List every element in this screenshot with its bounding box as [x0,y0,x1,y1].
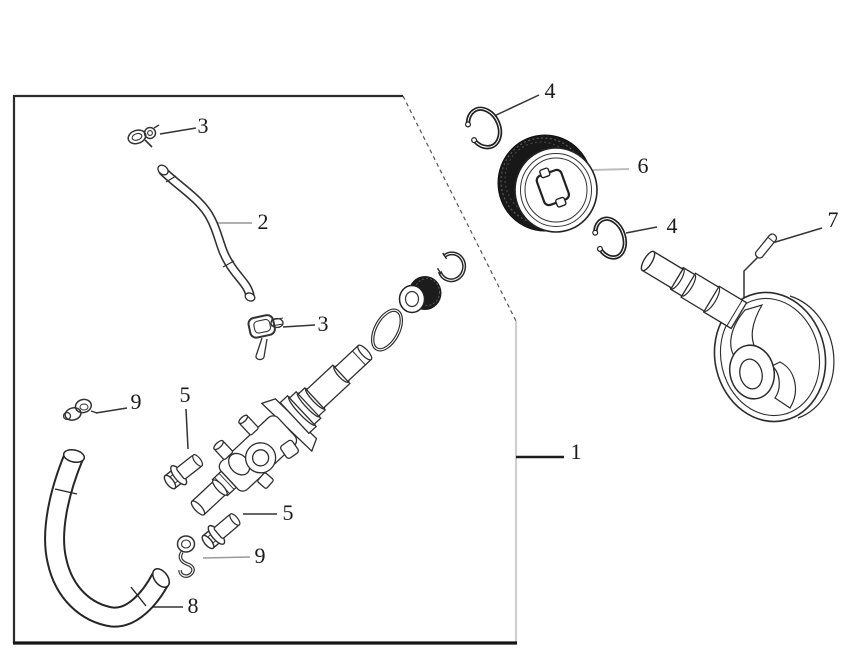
lower-hose [44,448,171,628]
callout-3b: 3 [317,311,329,336]
leader-6 [592,168,630,171]
leader-9a [95,407,128,414]
callout-5b: 5 [282,500,294,525]
callout-2: 2 [257,209,269,234]
leader-4a [491,94,540,118]
callout-8: 8 [187,593,199,618]
upper-hose [157,164,256,302]
callout-6: 6 [637,153,649,178]
leader-4b [625,226,658,234]
c-clip [436,251,467,283]
callout-9a: 9 [130,389,142,414]
pump-disc-hub [728,344,776,400]
pump-shaft [640,250,748,330]
callout-4a: 4 [544,78,556,103]
pump-assembly [190,344,373,516]
snap-ring-4a [464,106,503,150]
callout-1: 1 [570,439,582,464]
flange-bolt-5a [163,454,204,490]
knurled-roller [398,276,442,314]
leader-7 [743,227,823,303]
o-ring-small [370,308,404,352]
leader-9b [202,556,251,559]
driven-gear [497,134,598,233]
hose-clip-9b [176,535,196,578]
dowel-pin [754,233,778,259]
hose-clip-9a [62,398,98,421]
callout-7: 7 [827,207,839,232]
leader-3b [282,324,316,328]
leader-5a [185,408,189,450]
leader-lines [95,94,823,608]
flange-bolt-5b [201,513,241,550]
hose-clip-3b [247,314,284,361]
callout-9b: 9 [254,543,266,568]
enclosure-box [12,94,518,645]
callout-3a: 3 [197,113,209,138]
callout-4b: 4 [666,213,678,238]
leader-3a [159,127,197,135]
hose-clip-3a [127,124,160,148]
snap-ring-4b [592,216,628,260]
callout-5a: 5 [179,382,191,407]
